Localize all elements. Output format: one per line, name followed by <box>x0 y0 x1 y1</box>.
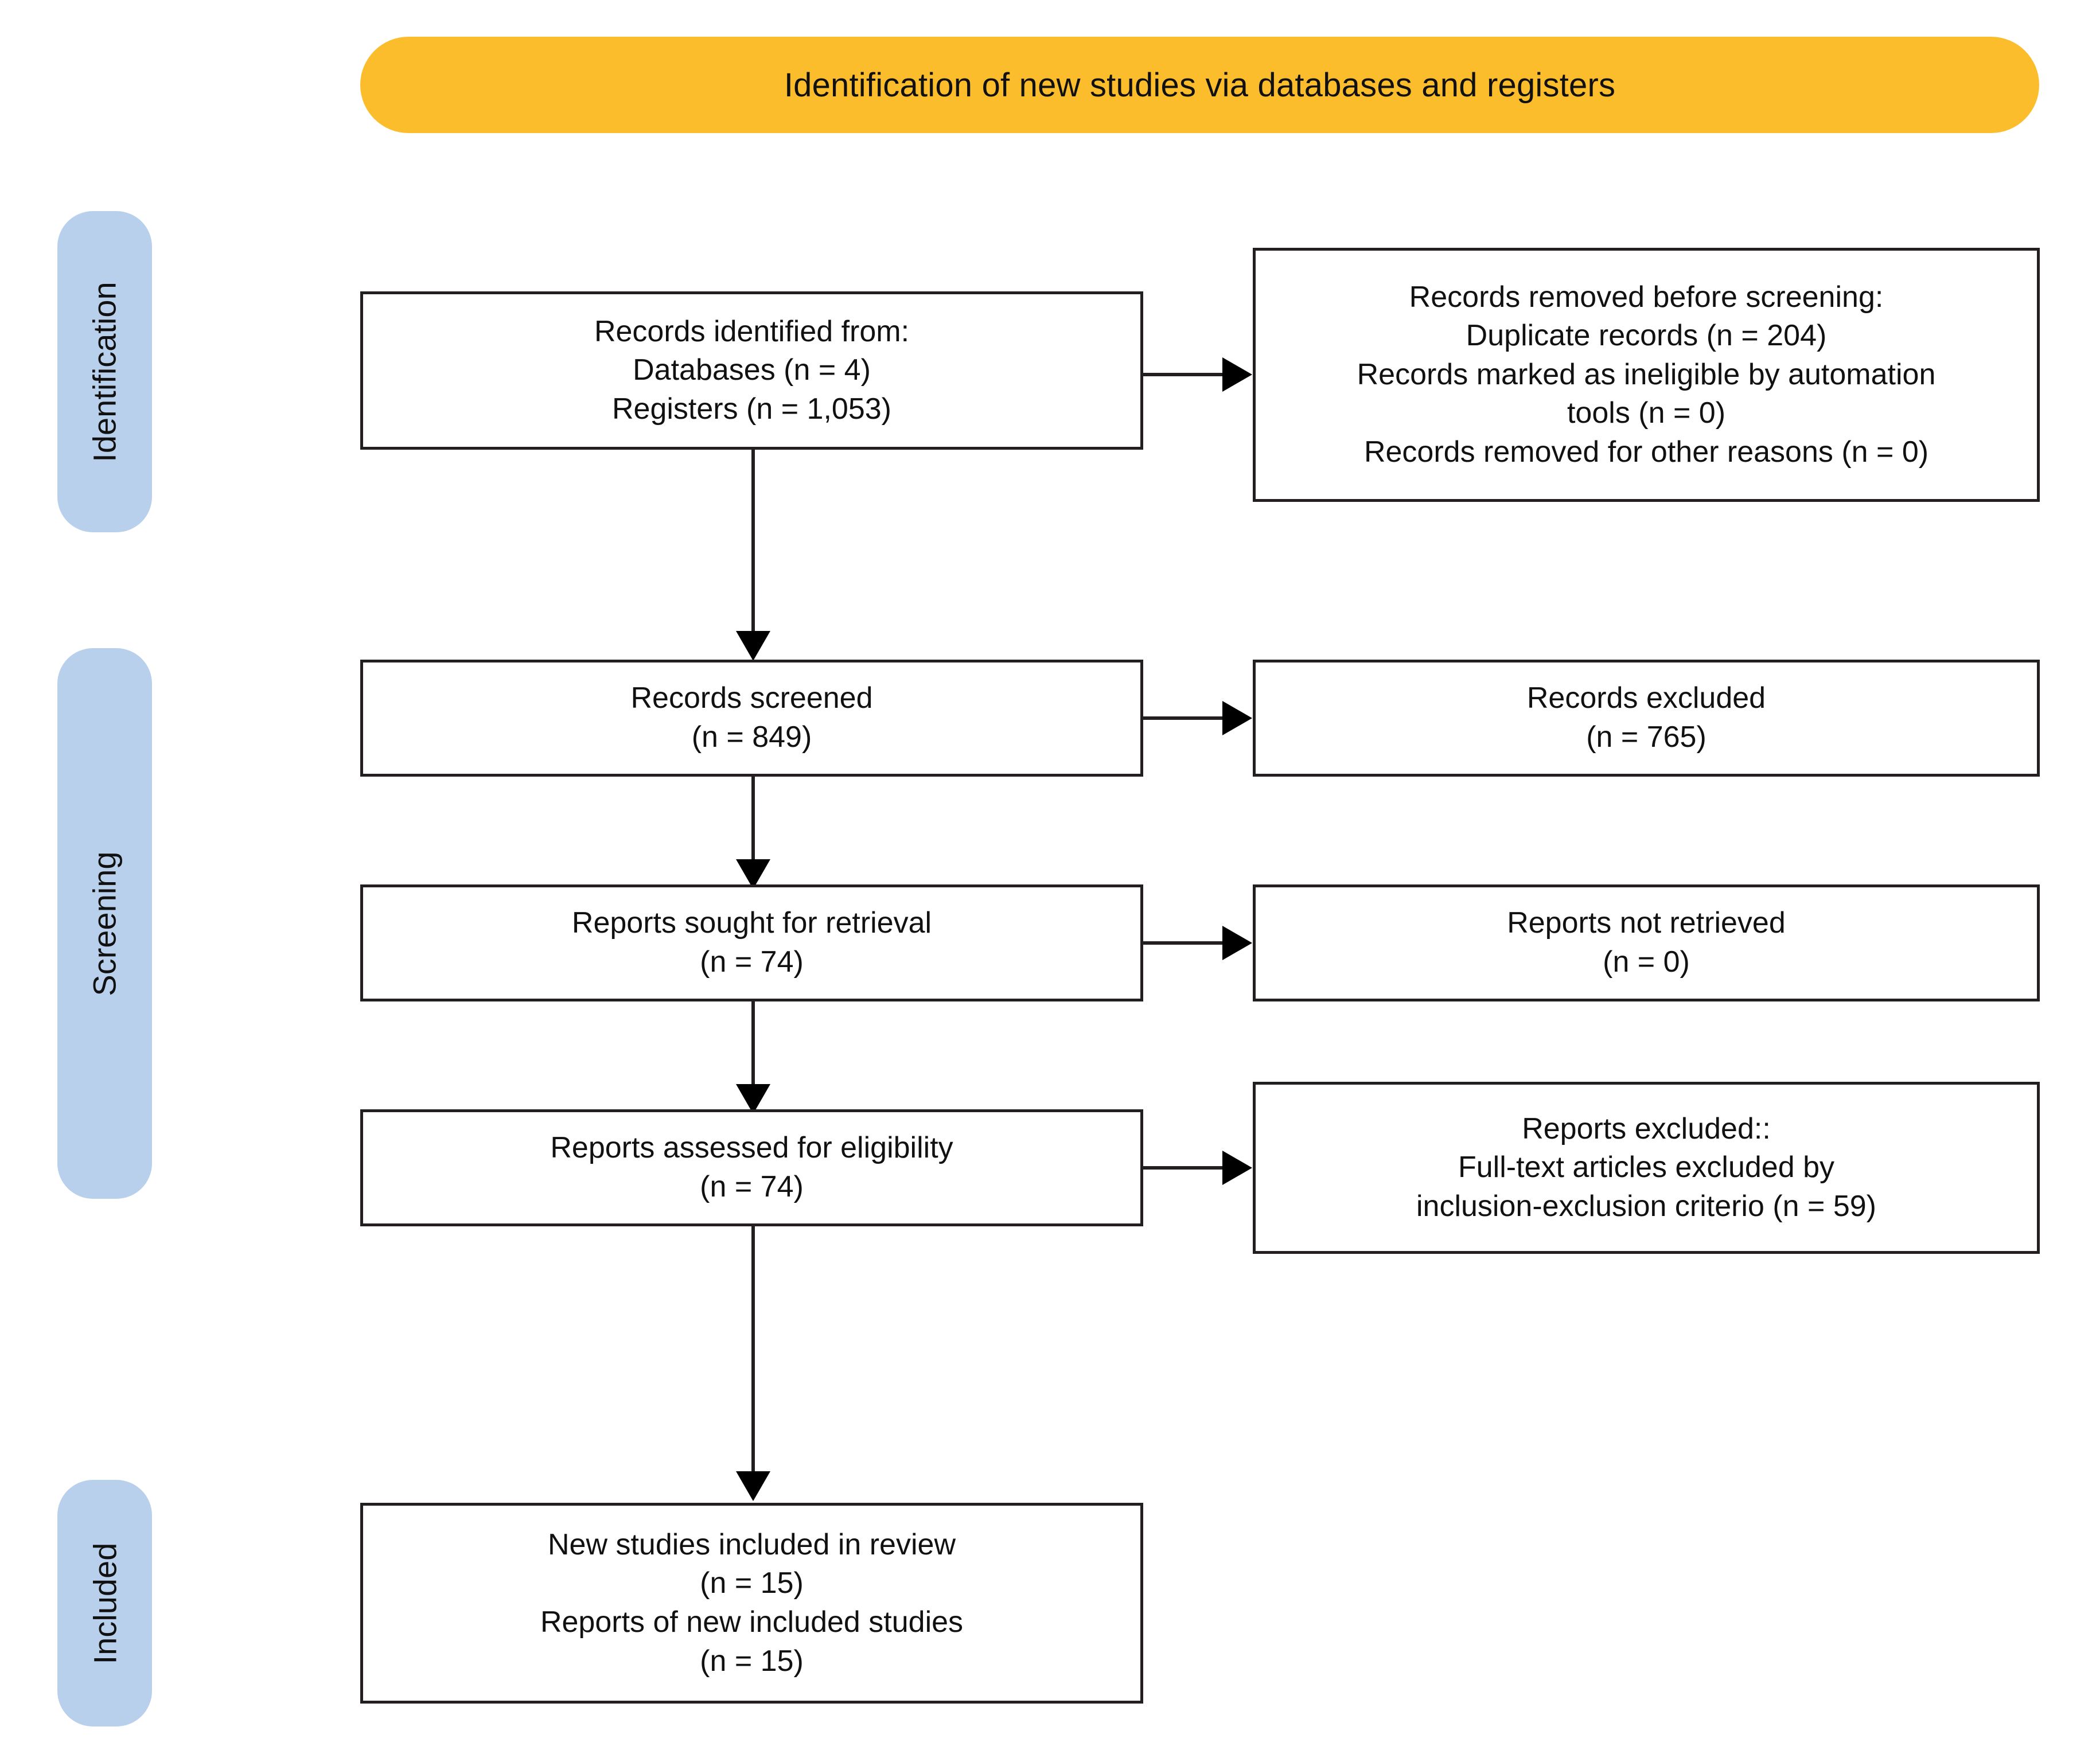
stage-label-identification: Identification <box>57 211 152 532</box>
box-reports-excluded: Reports excluded:: Full-text articles ex… <box>1253 1082 2040 1254</box>
box-records-excluded: Records excluded (n = 765) <box>1253 660 2040 777</box>
box-reports-sought-for-retrieval: Reports sought for retrieval (n = 74) <box>360 884 1143 1001</box>
box-reports-not-retrieved: Reports not retrieved (n = 0) <box>1253 884 2040 1001</box>
box-reports-not-retrieved-line-2: (n = 0) <box>1603 945 1690 979</box>
box-records-removed-line-3: Records marked as ineligible by automati… <box>1357 357 1936 391</box>
connector-screened-to-excluded-line <box>1143 716 1224 720</box>
box-new-studies-included-line-1: New studies included in review <box>547 1527 956 1561</box>
stage-label-identification-text: Identification <box>87 281 123 462</box>
box-reports-assessed-line-1: Reports assessed for eligibility <box>550 1131 953 1165</box>
box-records-removed-line-5: Records removed for other reasons (n = 0… <box>1363 435 1929 469</box>
box-reports-sought-line-1: Reports sought for retrieval <box>571 906 932 940</box>
stage-label-screening: Screening <box>57 648 152 1199</box>
connector-assessed-to-included-line <box>751 1226 755 1474</box>
box-reports-excluded-line-3: inclusion-exclusion criterio (n = 59) <box>1416 1189 1876 1223</box>
box-new-studies-included: New studies included in review (n = 15) … <box>360 1503 1143 1704</box>
connector-sought-to-not-retrieved-line <box>1143 941 1224 945</box>
connector-assessed-to-included-arrowhead <box>736 1471 770 1501</box>
box-records-identified: Records identified from: Databases (n = … <box>360 291 1143 450</box>
box-records-screened-line-2: (n = 849) <box>691 720 812 754</box>
stage-label-included-text: Included <box>87 1542 123 1664</box>
box-new-studies-included-line-2: (n = 15) <box>700 1566 804 1600</box>
connector-screened-to-sought-line <box>751 777 755 891</box>
connector-assessed-to-reports-excluded-line <box>1143 1166 1224 1170</box>
box-records-identified-line-3: Registers (n = 1,053) <box>611 392 892 426</box>
box-records-removed-before-screening: Records removed before screening: Duplic… <box>1253 248 2040 502</box>
connector-assessed-to-reports-excluded-arrowhead <box>1222 1151 1252 1185</box>
connector-sought-to-not-retrieved-arrowhead <box>1222 926 1252 960</box>
connector-screened-to-sought-arrowhead <box>736 859 770 889</box>
stage-label-included: Included <box>57 1480 152 1726</box>
box-records-removed-line-2: Duplicate records (n = 204) <box>1466 319 1827 353</box>
box-reports-excluded-line-2: Full-text articles excluded by <box>1458 1151 1835 1184</box>
box-records-identified-line-1: Records identified from: <box>594 314 910 348</box>
box-records-excluded-line-1: Records excluded <box>1526 681 1766 715</box>
connector-sought-to-assessed-line <box>751 1001 755 1116</box>
connector-screened-to-excluded-arrowhead <box>1222 701 1252 735</box>
stage-label-screening-text: Screening <box>87 851 123 996</box>
diagram-title: Identification of new studies via databa… <box>784 66 1616 104</box>
box-records-screened: Records screened (n = 849) <box>360 660 1143 777</box>
connector-identified-to-removed-line <box>1143 373 1224 376</box>
diagram-header-banner: Identification of new studies via databa… <box>360 37 2039 133</box>
box-reports-assessed-line-2: (n = 74) <box>700 1170 804 1203</box>
box-new-studies-included-line-4: (n = 15) <box>700 1644 804 1678</box>
box-records-removed-line-4: tools (n = 0) <box>1567 396 1726 430</box>
box-records-removed-line-1: Records removed before screening: <box>1409 280 1884 314</box>
box-reports-excluded-line-1: Reports excluded:: <box>1522 1112 1771 1145</box>
connector-identified-to-screened-line <box>751 450 755 633</box>
box-records-excluded-line-2: (n = 765) <box>1586 720 1707 754</box>
box-new-studies-included-line-3: Reports of new included studies <box>540 1605 964 1639</box>
connector-identified-to-removed-arrowhead <box>1222 357 1252 392</box>
box-records-identified-line-2: Databases (n = 4) <box>633 353 871 387</box>
connector-identified-to-screened-arrowhead <box>736 631 770 661</box>
connector-sought-to-assessed-arrowhead <box>736 1084 770 1114</box>
box-reports-sought-line-2: (n = 74) <box>700 945 804 979</box>
box-reports-not-retrieved-line-1: Reports not retrieved <box>1507 906 1786 940</box>
box-reports-assessed-for-eligibility: Reports assessed for eligibility (n = 74… <box>360 1109 1143 1226</box>
box-records-screened-line-1: Records screened <box>630 681 873 715</box>
